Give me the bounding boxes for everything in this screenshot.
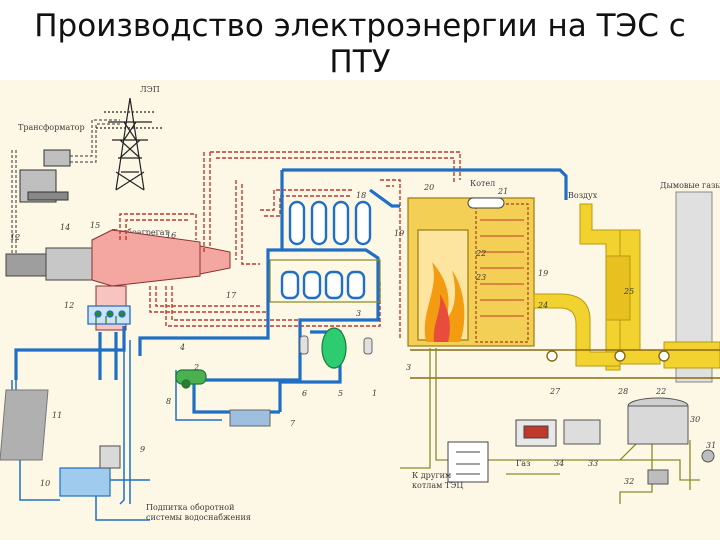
- boiler-drum: [467, 197, 505, 209]
- callout-9: 9: [140, 445, 145, 454]
- duct-base-line: [410, 349, 720, 379]
- callout-10: 10: [40, 479, 50, 488]
- callout-20: 20: [423, 183, 434, 192]
- label-to-other-boilers-2: котлам ТЭЦ: [412, 481, 463, 490]
- cooling-pipes: [19, 460, 150, 501]
- callout-18: 18: [356, 191, 366, 200]
- callout-19b: 19: [538, 269, 548, 278]
- callout-12a: 12: [10, 233, 20, 242]
- tps-schematic-diagram: ЛЭП Трансформатор Турбоагрегат: [0, 80, 720, 540]
- callout-32: 32: [624, 477, 634, 486]
- oil-tank-33: [563, 419, 601, 445]
- small-vessels: [229, 335, 373, 427]
- power-line-tower: [96, 97, 164, 191]
- cooling-tower: [0, 389, 49, 461]
- storage-tank-30: [627, 397, 689, 445]
- callout-16: 16: [166, 231, 176, 240]
- callout-17: 17: [226, 291, 237, 300]
- slide-title: Производство электроэнергии на ТЭС с ПТУ: [34, 8, 686, 80]
- pumps-31-32: [647, 449, 715, 485]
- callout-24: 24: [537, 301, 548, 310]
- condenser: [87, 305, 131, 325]
- low-pressure-heaters: [280, 270, 366, 300]
- boiler-tubes: [480, 219, 524, 317]
- callout-14: 14: [60, 223, 70, 232]
- transformer-dashed-cables: [11, 119, 120, 260]
- callout-23: 23: [475, 273, 486, 282]
- callout-21: 21: [497, 187, 508, 196]
- callout-3: 3: [356, 309, 361, 318]
- callout-19a: 19: [394, 229, 404, 238]
- label-turbine-unit: Турбоагрегат: [112, 228, 170, 237]
- gas-distribution-station: [447, 441, 489, 483]
- transformer: [19, 149, 71, 203]
- label-cooling-1: Подпитка оборотной: [146, 503, 234, 512]
- label-air: Воздух: [568, 191, 598, 200]
- callout-6: 6: [302, 389, 307, 398]
- label-to-other-boilers-1: К другим: [412, 471, 451, 480]
- callout-34: 34: [554, 459, 564, 468]
- feed-pump: [175, 369, 207, 389]
- callout-2: 2: [193, 363, 199, 372]
- label-cooling-2: системы водоснабжения: [146, 513, 251, 522]
- heaters-34: [515, 419, 557, 447]
- callout-5: 5: [338, 389, 343, 398]
- chimney-base: [663, 341, 720, 369]
- olive-frame-lines: [269, 259, 381, 303]
- callout-12b: 12: [64, 301, 74, 310]
- callout-25: 25: [623, 287, 634, 296]
- callout-3b: 3: [406, 363, 411, 372]
- label-gas: Газ: [516, 459, 530, 468]
- callout-7: 7: [290, 419, 296, 428]
- callout-8: 8: [166, 397, 171, 406]
- callout-28: 28: [617, 387, 628, 396]
- callout-11: 11: [52, 411, 62, 420]
- callout-27: 27: [549, 387, 561, 396]
- callout-1: 1: [372, 389, 377, 398]
- boiler-flame: [424, 262, 465, 342]
- label-transformer: Трансформатор: [18, 123, 85, 132]
- callout-22b: 22: [655, 387, 666, 396]
- callout-15: 15: [90, 221, 100, 230]
- flue-gas-duct: [533, 203, 661, 371]
- high-pressure-heaters: [288, 200, 372, 246]
- callout-30: 30: [690, 415, 700, 424]
- deaerator: [321, 327, 347, 369]
- circulation-basin: [59, 445, 121, 497]
- callout-31: 31: [706, 441, 716, 450]
- label-lep: ЛЭП: [140, 85, 160, 94]
- callout-4: 4: [179, 343, 185, 352]
- callout-22a: 22: [475, 249, 486, 258]
- label-boiler: Котел: [470, 179, 495, 188]
- label-flue-gases: Дымовые газы: [660, 181, 720, 190]
- callout-33: 33: [588, 459, 598, 468]
